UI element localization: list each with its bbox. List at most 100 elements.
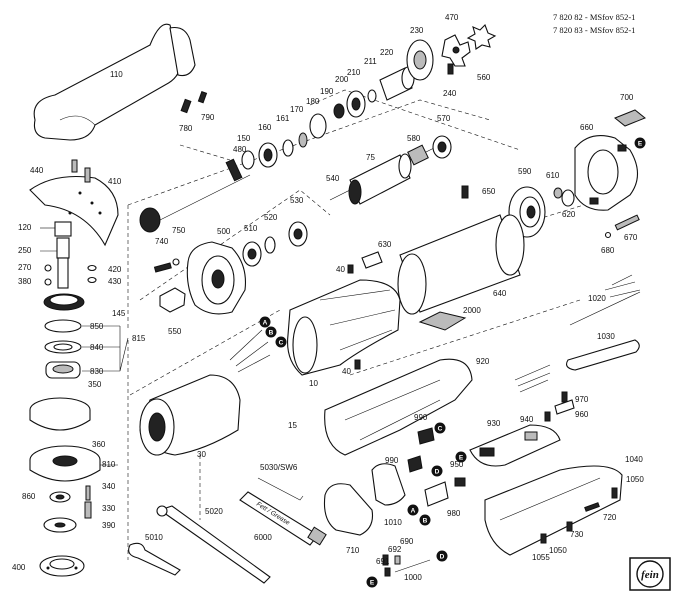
part-610-ring — [553, 187, 563, 199]
label-850: 850 — [90, 322, 104, 331]
marker-a-lower: A — [407, 504, 419, 516]
part-75-armature — [329, 139, 451, 205]
marker-e-lower: E — [366, 576, 378, 588]
part-200-bearing — [346, 90, 366, 118]
label-500: 500 — [217, 227, 231, 236]
label-680: 680 — [601, 246, 615, 255]
part-560-star — [466, 24, 497, 50]
part-380-ball — [44, 278, 52, 286]
part-930-switch — [469, 424, 561, 467]
label-740: 740 — [155, 237, 169, 246]
part-980-switch — [424, 481, 449, 507]
part-990a-switch-button — [417, 427, 435, 445]
part-145-gear — [43, 293, 85, 311]
label-840: 840 — [90, 343, 104, 352]
label-230: 230 — [410, 26, 424, 35]
part-520-ring — [264, 236, 276, 254]
fein-logo: fein — [629, 557, 671, 591]
part-920-switch-housing — [324, 358, 473, 456]
label-1050a: 1050 — [626, 475, 644, 484]
label-610: 610 — [546, 171, 560, 180]
label-815: 815 — [132, 334, 146, 343]
label-10: 10 — [309, 379, 318, 388]
label-690: 690 — [400, 537, 414, 546]
part-6000-grease-tube: Fett / Grease — [239, 491, 327, 546]
part-940-screw — [544, 411, 551, 422]
svg-text:D: D — [435, 469, 440, 476]
label-120: 120 — [18, 223, 32, 232]
part-570-bearing — [432, 135, 452, 159]
part-161-ring — [282, 139, 294, 157]
label-930: 930 — [487, 419, 501, 428]
part-620-ring — [561, 189, 575, 207]
part-210-ring — [367, 89, 377, 103]
label-270: 270 — [18, 263, 32, 272]
part-30-field-coil — [139, 329, 271, 456]
marker-e-mid: E — [455, 451, 467, 463]
label-1010: 1010 — [384, 518, 402, 527]
label-750: 750 — [172, 226, 186, 235]
label-40a: 40 — [336, 265, 345, 274]
part-110-side-handle — [33, 23, 196, 141]
label-650: 650 — [482, 187, 496, 196]
part-691-screw — [384, 567, 391, 577]
label-440: 440 — [30, 166, 44, 175]
part-530-bearing — [288, 221, 308, 247]
part-430-ring — [87, 276, 97, 284]
svg-text:C: C — [438, 426, 443, 433]
part-120-250-spindle — [40, 221, 72, 289]
label-330: 330 — [102, 504, 116, 513]
label-420: 420 — [108, 265, 122, 274]
svg-text:D: D — [440, 554, 445, 561]
part-270-ball — [44, 264, 52, 272]
label-210: 210 — [347, 68, 361, 77]
part-1050a-screw — [611, 487, 618, 499]
label-691: 691 — [376, 557, 390, 566]
label-145: 145 — [112, 309, 126, 318]
marker-c-upper: C — [275, 336, 287, 348]
part-740-screw — [153, 262, 172, 273]
label-692: 692 — [388, 545, 402, 554]
label-940: 940 — [520, 415, 534, 424]
part-500-gear-housing — [186, 241, 247, 315]
label-15: 15 — [288, 421, 297, 430]
label-30: 30 — [197, 450, 206, 459]
part-670-screw — [614, 214, 640, 231]
label-160: 160 — [258, 123, 272, 132]
label-410: 410 — [108, 177, 122, 186]
label-670: 670 — [624, 233, 638, 242]
part-190-ring — [333, 103, 345, 119]
part-1030-strain-relief — [566, 339, 640, 371]
label-220: 220 — [380, 48, 394, 57]
label-720: 720 — [603, 513, 617, 522]
label-470: 470 — [445, 13, 459, 22]
label-5020: 5020 — [205, 507, 223, 516]
label-150: 150 — [237, 134, 251, 143]
part-160-bearing — [258, 142, 278, 168]
label-75: 75 — [366, 153, 375, 162]
svg-text:B: B — [423, 518, 428, 525]
label-640: 640 — [493, 289, 507, 298]
label-430: 430 — [108, 277, 122, 286]
part-1020-cable — [569, 291, 641, 326]
part-730-screw — [566, 521, 573, 532]
svg-text:A: A — [411, 508, 416, 515]
part-340-pin — [85, 485, 91, 501]
part-660-cover — [574, 135, 639, 211]
part-170-ring — [298, 132, 308, 148]
label-480: 480 — [233, 145, 247, 154]
part-750-washer — [172, 258, 180, 266]
label-630: 630 — [378, 240, 392, 249]
part-330-screw — [84, 501, 92, 519]
label-170: 170 — [290, 105, 304, 114]
label-990b: 990 — [385, 456, 399, 465]
part-720-screw — [584, 502, 600, 512]
header-line-1: 7 820 82 - MSfov 852-1 — [553, 12, 635, 22]
label-520: 520 — [264, 213, 278, 222]
part-240-screw — [447, 63, 454, 75]
label-560: 560 — [477, 73, 491, 82]
part-550-lock — [159, 287, 186, 313]
label-40b: 40 — [342, 367, 351, 376]
svg-text:E: E — [459, 455, 464, 462]
